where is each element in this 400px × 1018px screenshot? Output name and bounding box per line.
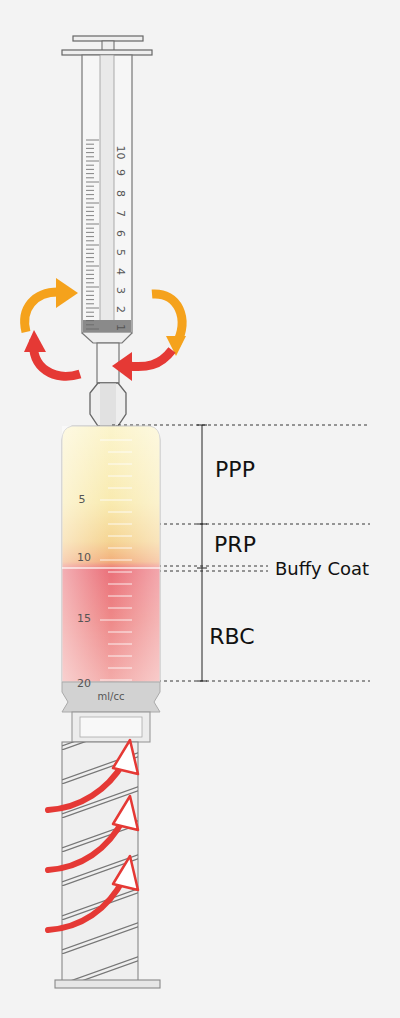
layer-label: PPP — [215, 459, 255, 481]
scale-number: 9 — [115, 169, 126, 176]
layer-label: PRP — [214, 534, 256, 556]
scale-number: 20 — [77, 678, 91, 689]
scale-number: 3 — [115, 287, 126, 294]
scale-number: 10 — [115, 145, 126, 159]
scale-number: 4 — [115, 268, 126, 275]
layer-label: RBC — [209, 626, 254, 648]
scale-number: 1 — [115, 324, 126, 331]
scale-number: 5 — [79, 494, 86, 505]
layer-label: Buffy Coat — [273, 559, 371, 579]
scale-number: 7 — [115, 210, 126, 217]
scale-number: 15 — [77, 613, 91, 624]
scale-number: 5 — [115, 249, 126, 256]
unit-label: ml/cc — [98, 692, 125, 702]
scale-number: 8 — [115, 190, 126, 197]
scale-number: 10 — [77, 552, 91, 563]
scale-number: 2 — [115, 306, 126, 313]
scale-number: 6 — [115, 230, 126, 237]
